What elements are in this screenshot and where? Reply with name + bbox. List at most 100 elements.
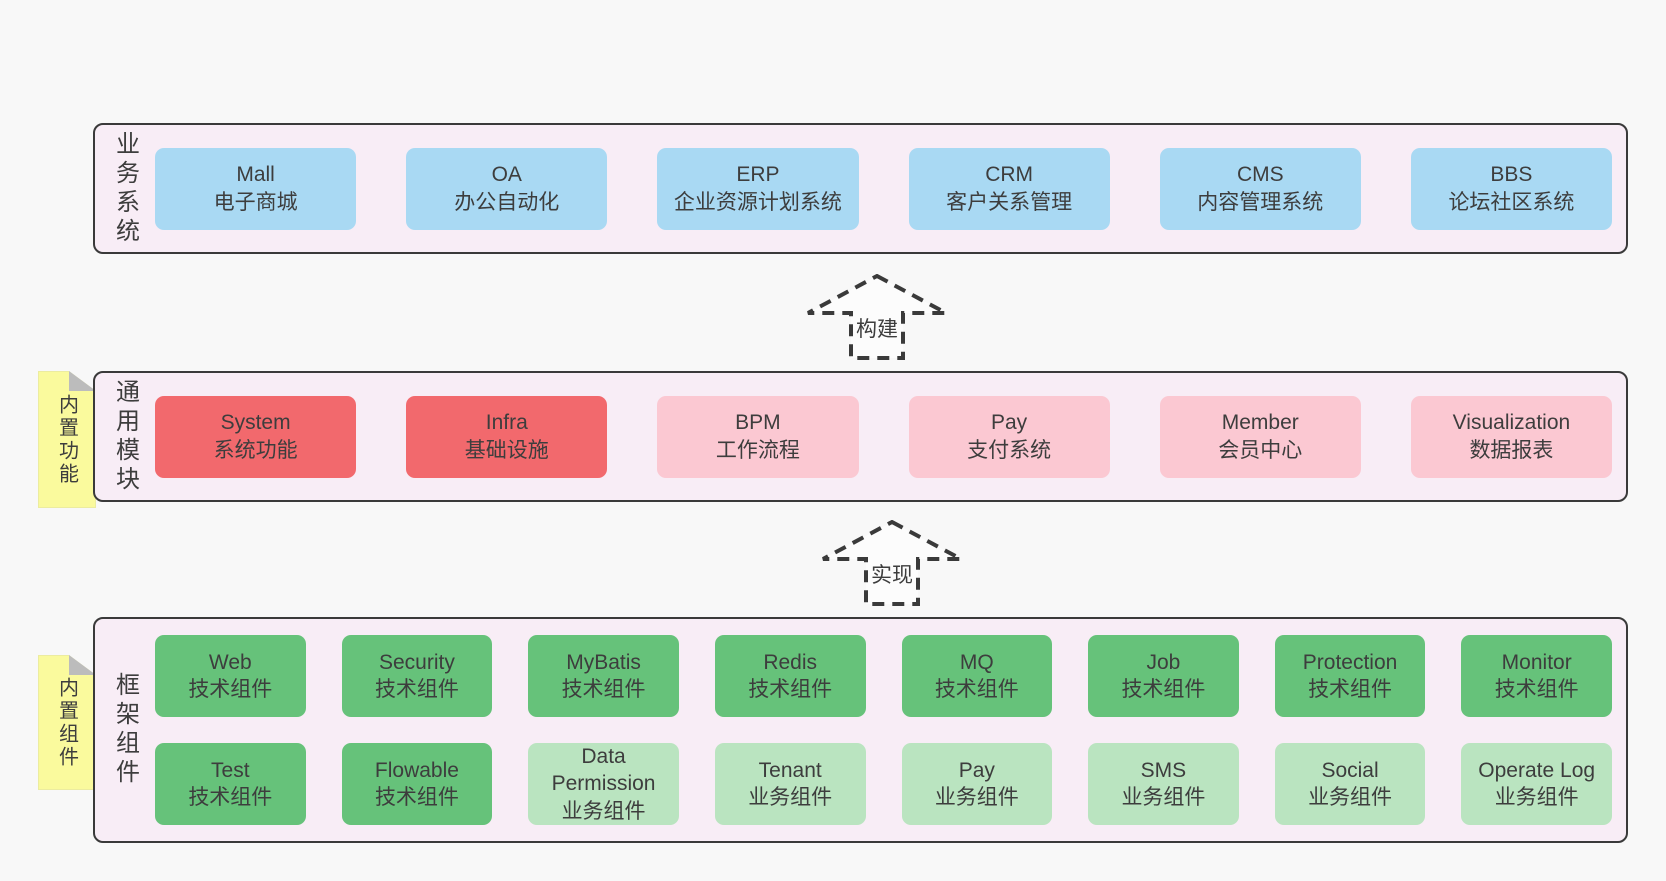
box-row: Test 技术组件 Flowable 技术组件 Data Permission … [155, 743, 1612, 825]
box-title: Member [1221, 411, 1299, 435]
box-pay-business: Pay 业务组件 [901, 743, 1053, 825]
box-subtitle: 论坛社区系统 [1448, 190, 1575, 214]
box-mq: MQ 技术组件 [901, 635, 1053, 717]
box-title: Protection [1302, 650, 1398, 674]
box-sms: SMS 业务组件 [1088, 743, 1239, 825]
box-title: Pay [958, 758, 995, 782]
panel-framework-components: 框架组件 Web 技术组件 Security 技术组件 MyBatis 技术组件… [93, 617, 1628, 843]
box-subtitle: 支付系统 [967, 438, 1052, 462]
box-member: Member 会员中心 [1159, 395, 1361, 478]
box-tenant: Tenant 业务组件 [714, 743, 866, 825]
box-test: Test 技术组件 [155, 743, 306, 825]
box-title: Flowable [374, 758, 459, 782]
box-title: Mall [236, 163, 275, 187]
box-title: Monitor [1501, 650, 1572, 674]
box-subtitle: 业务组件 [934, 786, 1019, 809]
box-subtitle: 技术组件 [1494, 678, 1579, 701]
sticky-tab-label: 内置组件 [55, 676, 78, 769]
box-title: Infra [485, 411, 528, 435]
box-bpm: BPM 工作流程 [657, 395, 859, 478]
sticky-tab-label: 内置功能 [55, 393, 78, 486]
box-job: Job 技术组件 [1088, 635, 1239, 717]
box-row: Mall 电子商城 OA 办公自动化 ERP 企业资源计划系统 CRM 客户关系… [155, 147, 1613, 230]
box-title: BPM [735, 411, 781, 435]
box-oa: OA 办公自动化 [406, 147, 608, 230]
box-title: System [220, 411, 291, 435]
panel-boxes: Web 技术组件 Security 技术组件 MyBatis 技术组件 Redi… [155, 619, 1626, 841]
panel-business-systems: 业务系统 Mall 电子商城 OA 办公自动化 ERP 企业资源计划系统 CRM… [93, 123, 1628, 254]
box-subtitle: 会员中心 [1218, 438, 1303, 462]
box-title: CRM [985, 163, 1034, 187]
box-row: System 系统功能 Infra 基础设施 BPM 工作流程 Pay 支付系统… [155, 395, 1613, 478]
box-title: Web [208, 650, 252, 674]
box-system: System 系统功能 [155, 395, 357, 478]
panel-label-framework-components: 框架组件 [111, 672, 139, 788]
box-subtitle: 内容管理系统 [1197, 190, 1324, 214]
box-monitor: Monitor 技术组件 [1461, 635, 1612, 717]
box-cms: CMS 内容管理系统 [1159, 147, 1361, 230]
box-crm: CRM 客户关系管理 [908, 147, 1110, 230]
box-mybatis: MyBatis 技术组件 [528, 635, 679, 717]
panel-label-common-modules: 通用模块 [111, 378, 139, 495]
box-subtitle: 业务组件 [1121, 786, 1206, 809]
panel-boxes: Mall 电子商城 OA 办公自动化 ERP 企业资源计划系统 CRM 客户关系… [155, 125, 1626, 252]
box-redis: Redis 技术组件 [714, 635, 866, 717]
box-subtitle: 业务组件 [561, 799, 646, 823]
sticky-tab-builtin-components: 内置组件 [38, 655, 96, 790]
box-visualization: Visualization 数据报表 [1410, 395, 1613, 478]
box-subtitle: 技术组件 [1121, 678, 1206, 701]
sticky-tab-builtin-features: 内置功能 [38, 371, 96, 508]
panel-boxes: System 系统功能 Infra 基础设施 BPM 工作流程 Pay 支付系统… [155, 373, 1626, 500]
box-web: Web 技术组件 [155, 635, 306, 717]
box-subtitle: 技术组件 [934, 678, 1019, 701]
box-subtitle: 技术组件 [188, 678, 273, 701]
box-title: Job [1146, 650, 1181, 674]
box-title: Tenant [758, 758, 822, 782]
box-subtitle: 技术组件 [1308, 678, 1393, 701]
arrow-build: 构建 [806, 274, 948, 360]
box-subtitle: 技术组件 [374, 678, 459, 701]
arrow-label: 构建 [853, 312, 901, 344]
box-subtitle: 技术组件 [374, 786, 459, 809]
box-subtitle: 数据报表 [1469, 438, 1554, 462]
box-subtitle: 客户关系管理 [946, 190, 1073, 214]
box-infra: Infra 基础设施 [406, 395, 608, 478]
box-erp: ERP 企业资源计划系统 [657, 147, 859, 230]
box-subtitle: 办公自动化 [454, 190, 560, 214]
box-title: Data Permission [551, 745, 656, 796]
box-title: MQ [959, 650, 994, 674]
panel-label-business-systems: 业务系统 [111, 130, 139, 247]
box-security: Security 技术组件 [341, 635, 493, 717]
box-title: OA [491, 163, 522, 187]
box-subtitle: 企业资源计划系统 [673, 190, 842, 214]
box-title: Redis [763, 650, 818, 674]
box-subtitle: 技术组件 [561, 678, 646, 701]
box-title: Pay [991, 411, 1028, 435]
box-subtitle: 技术组件 [748, 678, 833, 701]
box-row: Web 技术组件 Security 技术组件 MyBatis 技术组件 Redi… [155, 635, 1612, 717]
box-title: SMS [1140, 758, 1187, 782]
box-title: ERP [736, 163, 780, 187]
box-subtitle: 系统功能 [213, 438, 298, 462]
arrow-label: 实现 [868, 558, 916, 590]
box-title: Operate Log [1478, 758, 1596, 782]
box-bbs: BBS 论坛社区系统 [1410, 147, 1613, 230]
box-title: Visualization [1452, 411, 1571, 435]
box-subtitle: 业务组件 [1494, 786, 1579, 809]
box-title: CMS [1236, 163, 1284, 187]
box-title: BBS [1490, 163, 1533, 187]
box-subtitle: 工作流程 [715, 438, 800, 462]
box-title: Test [211, 758, 250, 782]
box-subtitle: 业务组件 [748, 786, 833, 809]
box-flowable: Flowable 技术组件 [341, 743, 493, 825]
box-social: Social 业务组件 [1274, 743, 1426, 825]
box-subtitle: 电子商城 [213, 190, 298, 214]
box-data-permission: Data Permission 业务组件 [528, 743, 679, 825]
panel-common-modules: 通用模块 System 系统功能 Infra 基础设施 BPM 工作流程 Pay… [93, 371, 1628, 502]
box-operate-log: Operate Log 业务组件 [1461, 743, 1612, 825]
box-protection: Protection 技术组件 [1274, 635, 1426, 717]
box-mall: Mall 电子商城 [155, 147, 357, 230]
box-subtitle: 技术组件 [188, 786, 273, 809]
box-subtitle: 业务组件 [1308, 786, 1393, 809]
